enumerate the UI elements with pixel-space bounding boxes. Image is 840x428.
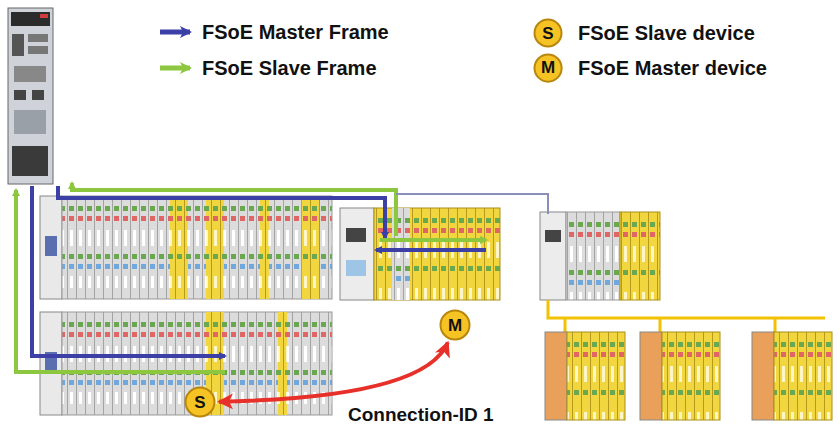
legend-text: FSoE Slave device: [578, 21, 755, 45]
device-circle: M: [533, 53, 563, 83]
device-letter: S: [542, 25, 553, 42]
device-letter: M: [448, 317, 462, 334]
device-letter: M: [541, 59, 555, 76]
device-letter: S: [194, 394, 205, 411]
device-circle: S: [533, 18, 563, 48]
safety-connection-arrow: [219, 343, 448, 402]
legend-text: FSoE Master Frame: [202, 20, 389, 44]
device-circle: M: [439, 309, 471, 341]
connection-label: Connection-ID 1: [346, 404, 496, 426]
legend-text: FSoE Master device: [578, 56, 767, 80]
legend-text: FSoE Slave Frame: [202, 56, 377, 80]
device-circle: S: [184, 386, 216, 418]
